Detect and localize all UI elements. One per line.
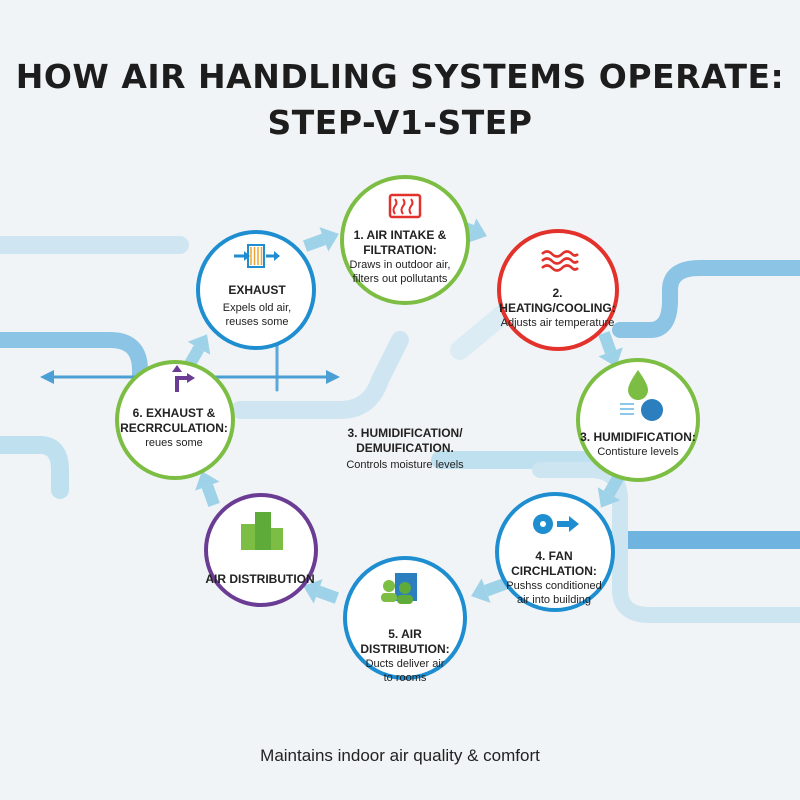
people-building-icon (381, 573, 417, 604)
step-heating-cooling-heading: 2. HEATING/COOLING: (499, 286, 616, 315)
step-fan-circulation (495, 492, 615, 612)
step-air-distribution (204, 493, 318, 607)
step-ring-humidification-right (576, 358, 700, 482)
heating-coil-icon (541, 250, 579, 272)
step-ring-fan-circulation (495, 492, 615, 612)
step-exhaust-text: EXHAUST Expels old air, reuses some (200, 283, 314, 329)
step-heating-cooling (497, 229, 619, 351)
filter-arrow-icon (234, 244, 280, 268)
step-fan-circulation-heading: 4. FAN CIRCHLATION: (511, 549, 597, 578)
center-step-heading-line2: DEMUIFICATION. (356, 441, 454, 455)
fan-arrow-icon (533, 514, 579, 534)
step-air-intake-desc-line2: filters out pollutants (352, 273, 448, 285)
building-icon (241, 512, 283, 550)
step-humidification-right-heading: 3. HUMIDIFICATION: (580, 430, 696, 444)
flow-arrow (303, 579, 339, 604)
step-exhaust-desc-line2: reuses some (225, 316, 289, 328)
step-exhaust-recirculation (115, 360, 235, 480)
step-exhaust-recirculation-heading2: RECRRCULATION: (120, 421, 228, 435)
flow-arrow (303, 227, 339, 252)
step-exhaust (196, 230, 316, 350)
flow-arrow (195, 471, 220, 507)
step-humidification-right (576, 358, 700, 482)
water-drop-fan-icon (620, 370, 663, 421)
page-title-line2: STEP-V1-STEP (267, 103, 533, 142)
step-exhaust-recirculation-text: 6. EXHAUST & RECRRCULATION: reues some (118, 406, 230, 450)
step-ring-heating-cooling (497, 229, 619, 351)
footer-caption: Maintains indoor air quality & comfort (260, 746, 540, 765)
step-fan-circulation-text: 4. FAN CIRCHLATION: Pushss conditioned a… (496, 549, 612, 607)
step-fan-circulation-desc-line2: air into building (517, 594, 591, 606)
step-exhaust-heading: EXHAUST (228, 283, 286, 297)
steps-layer (115, 175, 700, 680)
flow-arrow (471, 578, 507, 603)
step-air-intake (340, 175, 470, 305)
exhaust-arrow-icon (172, 365, 195, 392)
step-ring-exhaust-recirculation (115, 360, 235, 480)
center-step-heading-line1: 3. HUMIDIFICATION/ (347, 426, 463, 440)
step-heating-cooling-text: 2. HEATING/COOLING: Adjusts air temperat… (495, 286, 620, 330)
step-air-distribution-5-text: 5. AIR DISTRIBUTION: Ducts deliver air t… (344, 627, 466, 685)
step-humidification-right-text: 3. HUMIDIFICATION: Contisture levels (578, 430, 698, 459)
filter-heat-icon (388, 193, 422, 219)
page-title-line1: HOW AIR HANDLING SYSTEMS OPERATE: (15, 57, 785, 96)
step-air-distribution-5-heading: 5. AIR DISTRIBUTION: (360, 627, 450, 656)
center-step-desc: Controls moisture levels (346, 459, 464, 471)
step-air-distribution-text: AIR DISTRIBUTION (205, 572, 315, 587)
step-exhaust-recirculation-heading: 6. EXHAUST & (132, 406, 216, 420)
step-exhaust-desc-line1: Expels old air, (222, 302, 292, 314)
center-step-text: 3. HUMIDIFICATION/ DEMUIFICATION. Contro… (320, 426, 490, 472)
step-air-distribution-5 (343, 556, 467, 680)
step-ring-exhaust (196, 230, 316, 350)
step-ring-air-intake (340, 175, 470, 305)
step-heating-cooling-desc: Adjusts air temperature (500, 317, 615, 329)
step-fan-circulation-desc-line1: Pushss conditioned (506, 580, 602, 592)
step-air-distribution-5-desc-line2: to rooms (383, 672, 427, 684)
step-air-intake-text: 1. AIR INTAKE & FILTRATION: Draws in out… (335, 228, 465, 286)
step-humidification-right-desc: Contisture levels (597, 446, 679, 458)
step-air-intake-heading: 1. AIR INTAKE & FILTRATION: (353, 228, 447, 257)
flow-arrow (597, 473, 625, 508)
step-air-distribution-heading: AIR DISTRIBUTION (205, 572, 315, 586)
step-air-intake-desc-line1: Draws in outdoor air, (349, 259, 451, 271)
step-ring-air-distribution-5 (343, 556, 467, 680)
step-exhaust-recirculation-desc: reues some (145, 437, 203, 449)
step-air-distribution-5-desc-line1: Ducts deliver air (365, 658, 445, 670)
